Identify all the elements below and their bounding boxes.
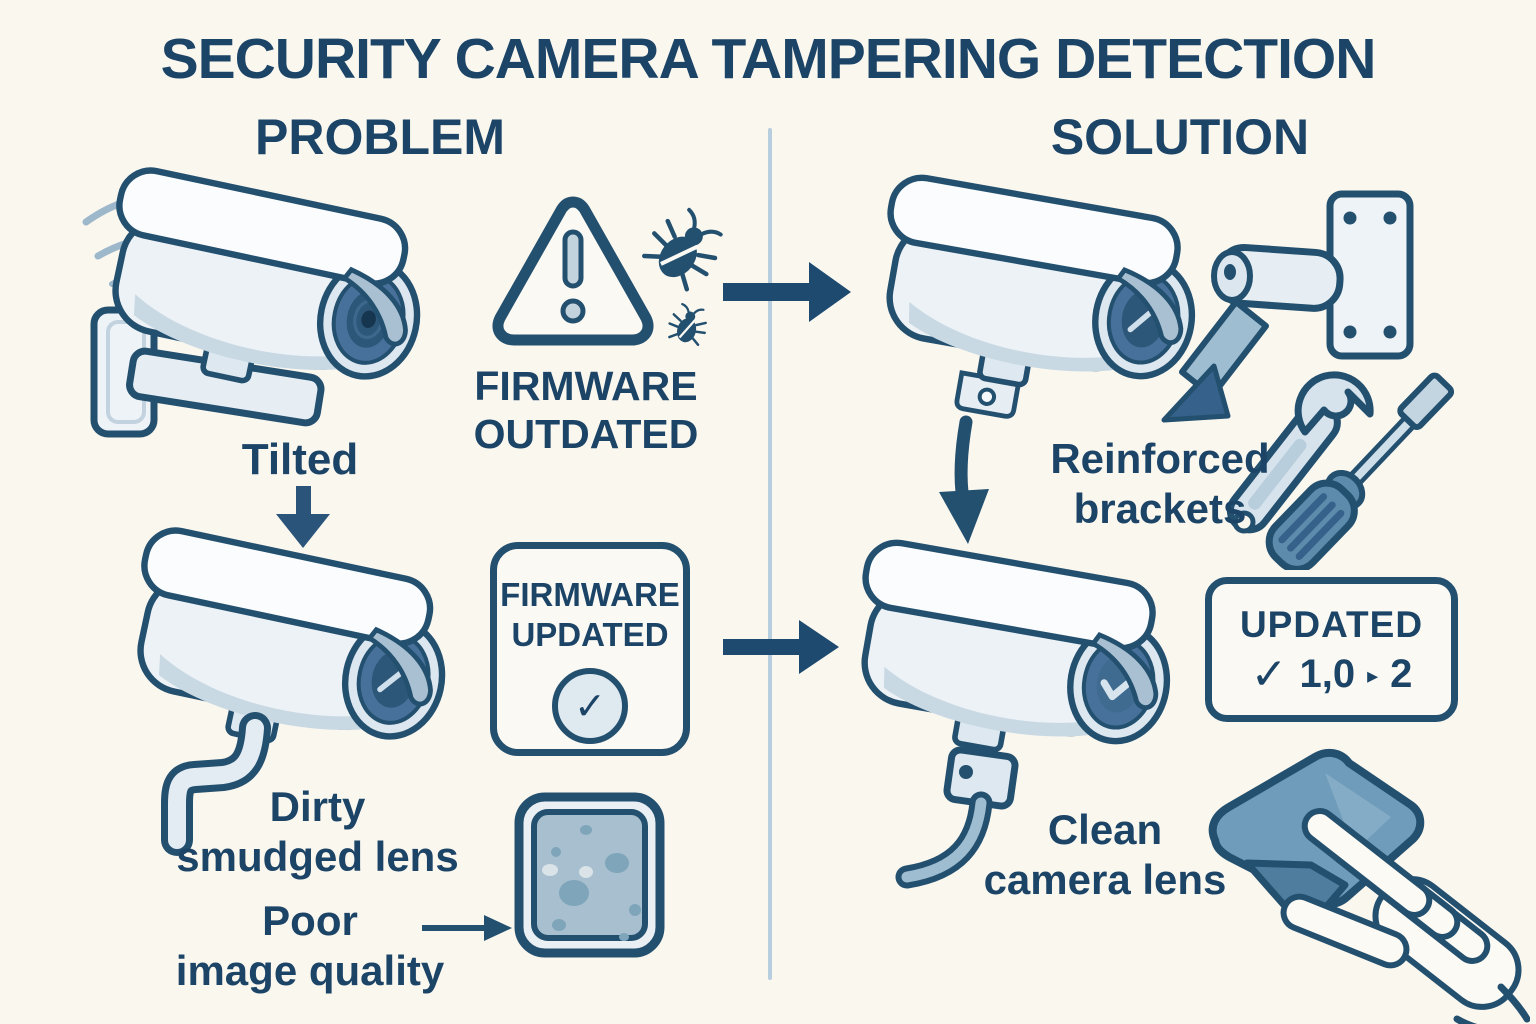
bug-small-icon [664, 301, 712, 348]
check-glyph: ✓ [574, 684, 606, 729]
mounted-camera-illustration [886, 174, 1455, 570]
bug-large-icon [640, 205, 730, 295]
wrench-icon [1226, 371, 1374, 534]
camera-hood [887, 174, 1181, 287]
firmware-outdated-label: FIRMWARE OUTDATED [473, 363, 699, 458]
warning-triangle-icon [492, 196, 654, 346]
version-row: ✓ 1,0 ▸ 2 [1251, 652, 1413, 697]
reinforced-brackets-label: Reinforced brackets [1050, 435, 1270, 532]
screwdriver-icon [1265, 372, 1455, 570]
camera-hood [116, 167, 409, 287]
camera-body [137, 527, 446, 744]
solution-heading: SOLUTION [1050, 109, 1310, 165]
arrow-down-left-icon [276, 486, 330, 548]
arrow-right-bottom-icon [723, 620, 839, 674]
camera-hood [862, 539, 1156, 652]
hand-cloth-illustration [1208, 748, 1530, 1024]
problem-heading: PROBLEM [255, 109, 505, 165]
clean-lens-label: Clean camera lens [983, 806, 1227, 903]
updated-version-badge: UPDATED ✓ 1,0 ▸ 2 [1205, 577, 1458, 722]
version-from: 1,0 [1299, 652, 1356, 696]
page-title: SECURITY CAMERA TAMPERING DETECTION [160, 27, 1377, 91]
dirty-camera-illustration [137, 527, 446, 856]
poor-quality-label: Poor image quality [175, 897, 445, 994]
tools-icon [1226, 371, 1455, 570]
version-arrow-icon: ▸ [1367, 664, 1379, 689]
camera-hood [141, 527, 434, 647]
tilted-label: Tilted [241, 435, 359, 484]
center-divider [768, 128, 772, 980]
firmware-updated-text: FIRMWARE UPDATED [500, 576, 680, 653]
dirty-lens-label: Dirty smudged lens [176, 783, 459, 880]
updated-title: UPDATED [1239, 604, 1424, 645]
mount-arm [161, 712, 271, 856]
firmware-updated-badge: FIRMWARE UPDATED ✓ [490, 542, 690, 756]
bug-icons [640, 205, 730, 348]
camera-body [886, 174, 1196, 419]
camera-body [861, 539, 1171, 753]
arrow-right-top-icon [723, 262, 851, 322]
reinforced-bracket-icon [1161, 190, 1414, 423]
mount-and-cable [895, 746, 1019, 889]
hand-icon [1280, 808, 1522, 1010]
version-to: 2 [1390, 652, 1413, 696]
arrow-right-small-icon [422, 915, 512, 941]
tilted-camera-illustration [82, 167, 421, 438]
camera-body [112, 167, 421, 384]
check-circle-icon: ✓ [552, 668, 628, 745]
check-glyph: ✓ [1250, 648, 1288, 700]
arrow-down-right-icon [939, 415, 989, 544]
smudged-image-icon [514, 792, 665, 958]
clean-camera-illustration [861, 539, 1171, 889]
